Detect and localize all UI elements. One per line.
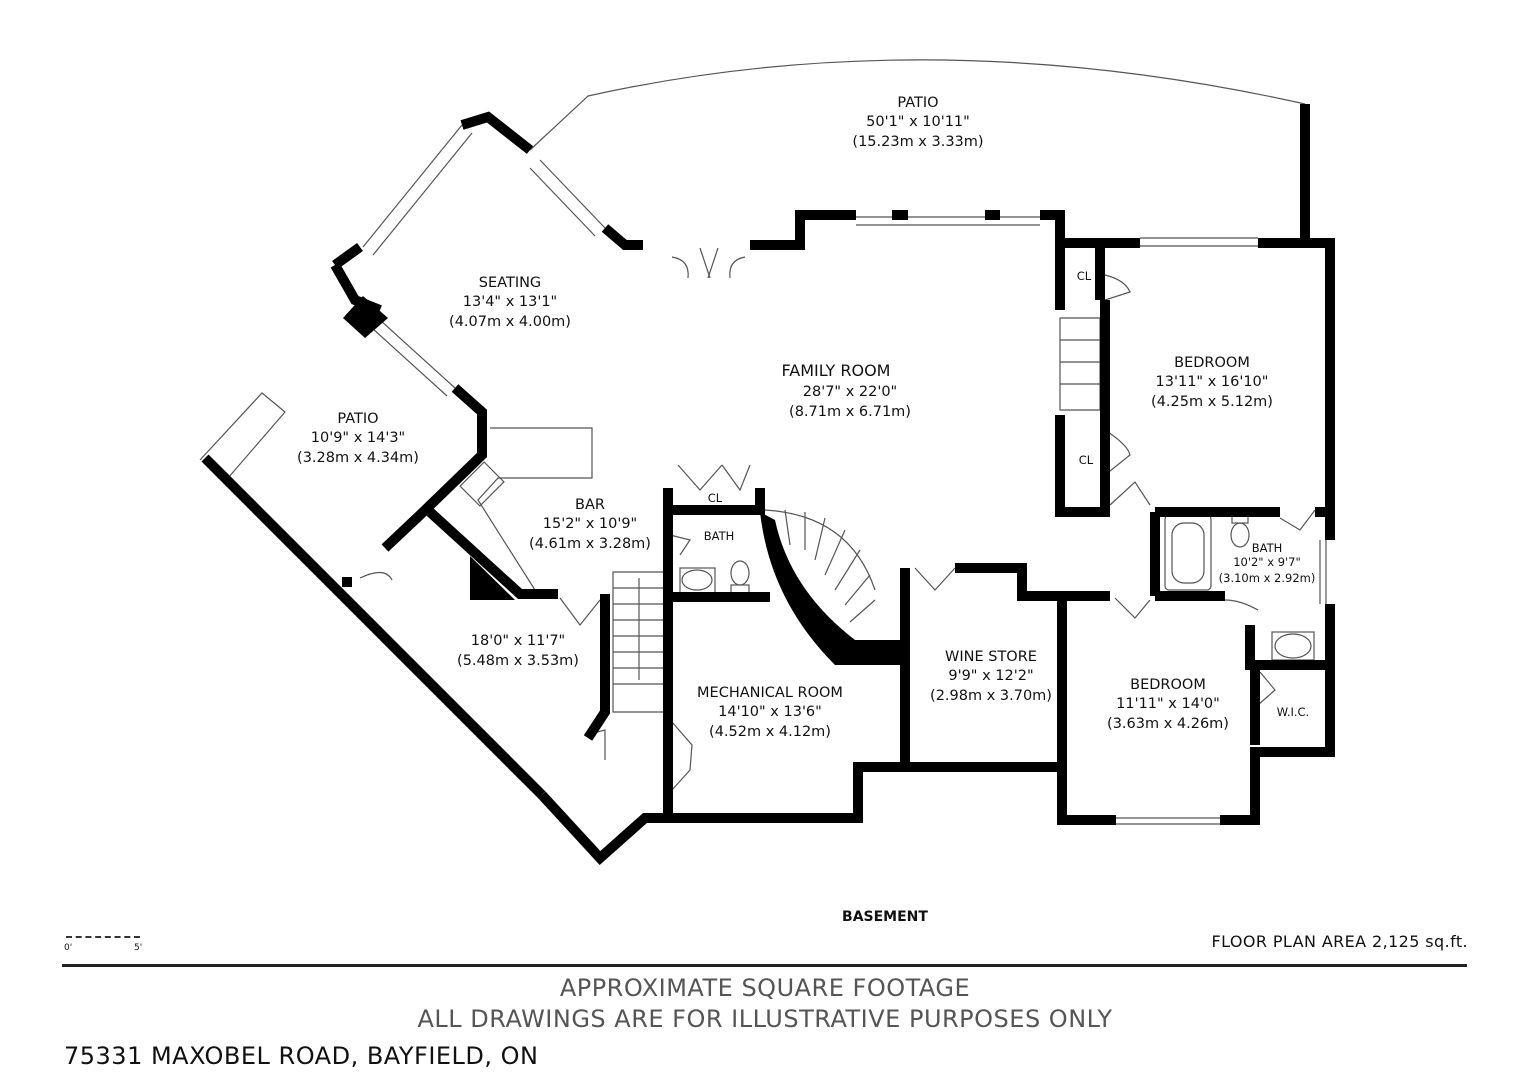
scale-bar-line [66,936,140,941]
wic-name: W.I.C. [1277,705,1309,719]
bath-2-imperial: 10'2" x 9'7" [1233,555,1301,569]
bath-2-metric: (3.10m x 2.92m) [1219,571,1316,585]
bar-metric: (4.61m x 3.28m) [529,536,651,552]
bedroom-1-name: BEDROOM [1174,355,1250,371]
family-room-metric: (8.71m x 6.71m) [789,404,911,420]
level-title: BASEMENT [842,909,928,925]
patio-left-name: PATIO [337,411,378,427]
unnamed-room-metric: (5.48m x 3.53m) [457,653,579,669]
bar-imperial: 15'2" x 10'9" [543,516,637,532]
patio-top-name: PATIO [897,95,938,111]
closet-bar-name: CL [708,491,723,505]
scale-bar: 0' 5' [62,934,152,956]
closet-2-name: CL [1079,453,1094,467]
bedroom-2-imperial: 11'11" x 14'0" [1116,696,1220,712]
floor-plan: PATIO 50'1" x 10'11" (15.23m x 3.33m) SE… [199,59,1335,866]
wine-store-imperial: 9'9" x 12'2" [948,668,1033,684]
bedroom-2-metric: (3.63m x 4.26m) [1107,716,1229,732]
property-address: 75331 MAXOBEL ROAD, BAYFIELD, ON [64,1042,539,1070]
mechanical-imperial: 14'10" x 13'6" [718,704,822,720]
curved-wall [760,512,905,665]
room-labels: PATIO 50'1" x 10'11" (15.23m x 3.33m) SE… [297,95,1315,740]
footer-square-footage: APPROXIMATE SQUARE FOOTAGE [559,974,971,1002]
seating-metric: (4.07m x 4.00m) [449,314,571,330]
scale-left-label: 0' [64,943,73,953]
floor-plan-area: FLOOR PLAN AREA 2,125 sq.ft. [1211,932,1468,951]
bedroom-2-name: BEDROOM [1130,677,1206,693]
footer-disclaimer: ALL DRAWINGS ARE FOR ILLUSTRATIVE PURPOS… [417,1005,1113,1033]
seating-imperial: 13'4" x 13'1" [463,294,557,310]
mechanical-metric: (4.52m x 4.12m) [709,724,831,740]
family-room-imperial: 28'7" x 22'0" [803,384,897,400]
closet-1-name: CL [1077,269,1092,283]
patio-left-metric: (3.28m x 4.34m) [297,450,419,466]
walls [201,104,1335,866]
bedroom-1-metric: (4.25m x 5.12m) [1151,394,1273,410]
mechanical-name: MECHANICAL ROOM [697,685,843,701]
patio-top-imperial: 50'1" x 10'11" [866,114,970,130]
bath-1-name: BATH [704,529,735,543]
unnamed-room-imperial: 18'0" x 11'7" [471,633,565,649]
bedroom-1-imperial: 13'11" x 16'10" [1156,374,1269,390]
bar-name: BAR [575,497,605,513]
wine-store-metric: (2.98m x 3.70m) [930,688,1052,704]
seating-name: SEATING [479,275,541,291]
patio-top-metric: (15.23m x 3.33m) [852,134,983,150]
family-room-name: FAMILY ROOM [782,361,891,380]
patio-left-imperial: 10'9" x 14'3" [311,430,405,446]
wall-block [470,556,515,600]
wall-block [343,296,388,338]
wine-store-name: WINE STORE [945,649,1037,665]
bath-2-name: BATH [1252,541,1283,555]
scale-right-label: 5' [134,943,143,953]
footer-divider [62,964,1467,967]
